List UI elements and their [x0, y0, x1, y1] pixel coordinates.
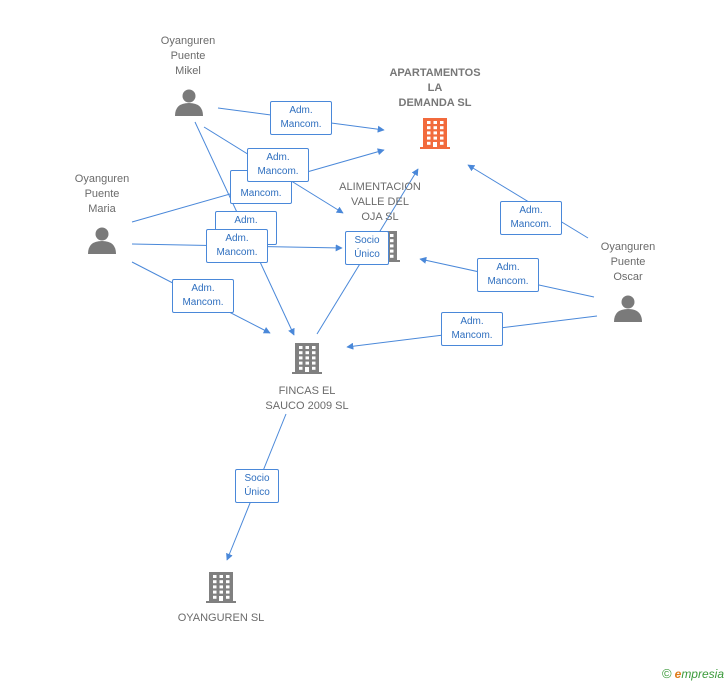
watermark: ©empresia	[662, 666, 724, 681]
node-label-oyanguren[interactable]: OYANGUREN SL	[177, 612, 265, 624]
edge-label-fincas-to-apartamentos[interactable]: Socio Único	[345, 231, 389, 265]
edge-label-fincas-to-oyanguren[interactable]: Socio Único	[235, 469, 279, 503]
node-label-alimentacion[interactable]: ALIMENTACION VALLE DEL OJA SL	[339, 181, 421, 223]
building-icon-fincas[interactable]	[292, 343, 322, 374]
edge-label-oscar-to-fincas[interactable]: Adm. Mancom.	[441, 312, 503, 346]
person-icon-mikel[interactable]	[175, 89, 203, 117]
person-icon-oscar[interactable]	[614, 295, 642, 323]
copyright-symbol: ©	[662, 666, 672, 681]
person-icon-maria[interactable]	[88, 227, 116, 255]
edge-label-oscar-to-apartamentos[interactable]: Adm. Mancom.	[500, 201, 562, 235]
brand-logo: empresia	[674, 667, 724, 681]
edge-label-mikel-to-apartamentos[interactable]: Adm. Mancom.	[270, 101, 332, 135]
building-icon-oyanguren[interactable]	[206, 572, 236, 603]
edge-label-oscar-to-alimentacion[interactable]: Adm. Mancom.	[477, 258, 539, 292]
node-label-oscar[interactable]: Oyanguren Puente Oscar	[600, 241, 656, 283]
edge-label-maria-to-apartamentos[interactable]: Adm. Mancom.	[247, 148, 309, 182]
edge-label-maria-to-alimentacion[interactable]: Adm. Mancom.	[206, 229, 268, 263]
node-label-maria[interactable]: Oyanguren Puente Maria	[74, 173, 130, 215]
node-label-mikel[interactable]: Oyanguren Puente Mikel	[160, 35, 216, 77]
node-label-apartamentos[interactable]: APARTAMENTOS LA DEMANDA SL	[389, 67, 481, 109]
edge-label-maria-to-fincas[interactable]: Adm. Mancom.	[172, 279, 234, 313]
node-label-fincas[interactable]: FINCAS EL SAUCO 2009 SL	[265, 385, 349, 412]
building-icon-apartamentos[interactable]	[420, 118, 450, 149]
